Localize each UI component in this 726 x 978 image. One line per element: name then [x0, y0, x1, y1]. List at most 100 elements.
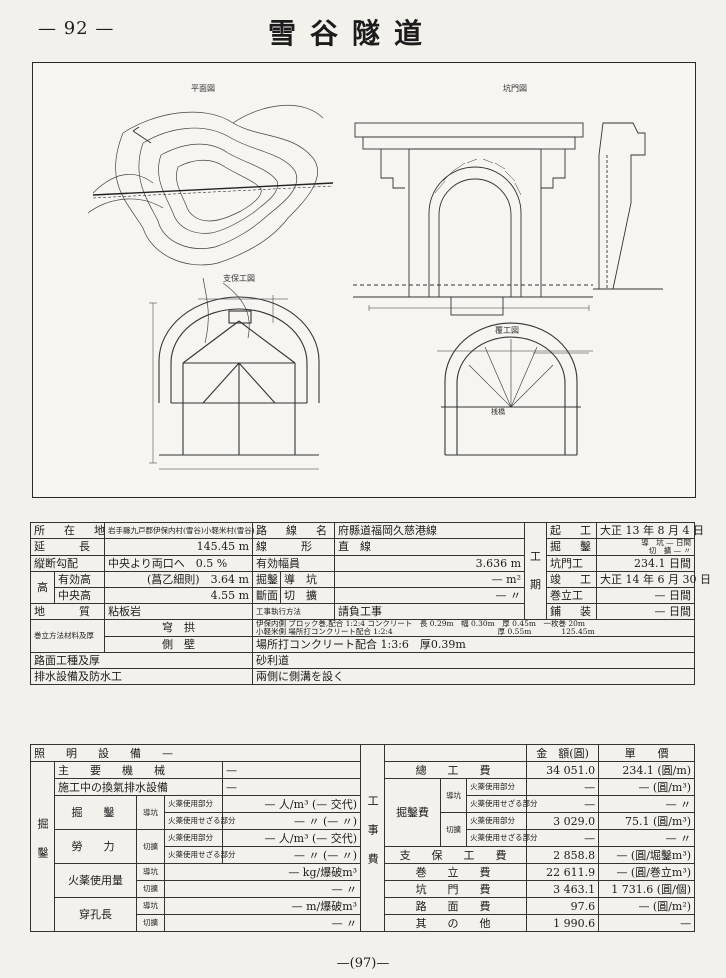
page-header: — 92 — 雪谷隧道 [0, 0, 726, 62]
dc2-label: 火薬使用せざる部分 [466, 795, 538, 813]
labor-v3: — 人/m³ (— 交代) [221, 829, 362, 847]
other-unit: — [598, 914, 696, 932]
dc3-amount: 3 029.0 [526, 812, 600, 830]
exp-heading-label: 導坑 [136, 863, 165, 881]
light-value: — [162, 746, 178, 760]
road-unit: — (圓/m²) [598, 897, 696, 915]
labor-v2: — 〃 (— 〃) [221, 812, 362, 830]
support-drawing-label: 支保工図 [223, 274, 255, 283]
lining-cost-label: 巻 立 費 [384, 863, 528, 881]
support-label: 支 保 工 費 [384, 846, 528, 864]
dc-cut-label: 切擴 [440, 812, 468, 847]
portal-cost-label: 坑 門 費 [384, 880, 528, 898]
lining-unit: — (圓/巻立m³) [598, 863, 696, 881]
support-unit: — (圓/堀鑿m³) [598, 846, 696, 864]
labor-c-use: 火薬使用部分 [164, 829, 223, 847]
total-label: 總 工 費 [384, 761, 528, 779]
elevation-label: 坑門図 [503, 84, 527, 93]
amount-header: 金 額(圓) [526, 744, 600, 762]
line-label: 路 線 名 [252, 522, 335, 539]
dc3-unit: 75.1 (圓/m³) [598, 812, 696, 830]
lining-amount: 22 611.9 [526, 863, 600, 881]
labor-h-use: 火薬使用部分 [164, 795, 223, 813]
explosive-v1: — kg/爆破m³ [163, 863, 362, 881]
road-value: 砂利道 [252, 652, 695, 669]
total-unit: 234.1 (圓/m) [598, 761, 696, 779]
tunnel-spec-table: 所 在 地 岩手縣九戸郡伊保内村(雪谷)小軽米村(雪谷) 路 線 名 府縣道福岡… [30, 522, 711, 685]
dc4-label: 火薬使用せざる部分 [466, 829, 538, 847]
road-label: 路面工種及厚 [30, 652, 253, 669]
complete-value: 大正 14 年 6 月 30 日 [596, 571, 711, 588]
drawing-sheet [87, 104, 663, 470]
labor-heading-label: 導坑 [136, 795, 165, 830]
excav-label: 掘 鑿 [54, 795, 137, 830]
page-title: 雪谷隧道 [268, 17, 437, 50]
length-label: 延 長 [30, 538, 105, 556]
page-footer: —(97)— [336, 956, 390, 971]
grade-label: 縦断勾配 [30, 555, 105, 572]
dc2-unit: — 〃 [598, 795, 696, 813]
width-label: 有効幅員 [252, 555, 335, 572]
construction-label: 工 [530, 550, 541, 563]
location-label: 所 在 地 [30, 522, 105, 539]
lining-dim-label: 桟橋 [491, 408, 505, 416]
start-label: 起 工 [546, 522, 597, 539]
labor-v1: — 人/m³ (— 交代) [221, 795, 362, 813]
explosive-v2: — 〃 [163, 880, 362, 898]
tunnel-drawings: 平面図 坑門図 支保工図 覆工図 桟橋 [32, 62, 696, 498]
portal-unit: 1 731.6 (圓/個) [598, 880, 696, 898]
dig-period-value: 導 坑 — 日間切 擴 — 〃 [596, 538, 695, 556]
labor-cut-label: 切擴 [136, 829, 165, 864]
dc1-label: 火薬使用部分 [466, 778, 528, 796]
labor-label: 勞 力 [54, 829, 137, 864]
lining-drawing-label: 覆工図 [495, 326, 519, 335]
dc1-unit: — (圓/m³) [598, 778, 696, 796]
dc1-amount: — [526, 778, 600, 796]
paving-label: 鋪 装 [546, 603, 597, 620]
complete-label: 竣 工 [546, 571, 597, 588]
period-group: 工期 [524, 522, 547, 620]
other-amount: 1 990.6 [526, 914, 600, 932]
road-cost-label: 路 面 費 [384, 897, 528, 915]
length-value: 145.45 m [104, 538, 253, 556]
plan-label: 平面図 [191, 84, 215, 93]
dig-group: 掘鑿 [30, 761, 55, 932]
lining-method-label: 巻立方法材料及厚 [30, 619, 105, 653]
machine-label: 主 要 機 械 [54, 761, 223, 779]
heading-label: 導 坑 [280, 571, 335, 588]
lining-period-value: — 日間 [596, 587, 695, 604]
unit-header: 單 價 [598, 744, 696, 762]
method-label: 工事執行方法 [252, 603, 335, 620]
drill-v1: — m/爆破m³ [163, 897, 362, 915]
grade-value: 中央より両口へ 0.5 % [104, 555, 253, 572]
other-cost-label: 其 の 他 [384, 914, 528, 932]
road-amount: 97.6 [526, 897, 600, 915]
paving-value: — 日間 [596, 603, 695, 620]
support-amount: 2 858.8 [526, 846, 600, 864]
work-cost-group: 工事費 [360, 744, 386, 932]
exp-cut-label: 切擴 [136, 880, 165, 898]
arch-value: 伊保内側 ブロック巻,配合 1:2:4 コンクリート 長 0.29m 幅 0.3… [252, 619, 695, 637]
heading-value: — m² [334, 571, 525, 588]
dc4-unit: — 〃 [598, 829, 696, 847]
total-amount: 34 051.0 [526, 761, 600, 779]
portal-value: 234.1 日間 [596, 555, 695, 572]
cost-table: 照 明 設 備 — 工事費 金 額(圓) 單 價 掘鑿 主 要 機 械 — 總 … [29, 744, 696, 932]
side-wall-label: 側 壁 [104, 636, 253, 653]
portal-amount: 3 463.1 [526, 880, 600, 898]
drill-v2: — 〃 [163, 914, 362, 932]
dc3-label: 火薬使用部分 [466, 812, 528, 830]
drill-heading-label: 導坑 [136, 897, 165, 915]
method-value: 請負工事 [334, 603, 525, 620]
drain-value: 兩側に側溝を設く [252, 668, 695, 685]
digcost-label: 掘鑿費 [384, 778, 442, 847]
cut-value: — 〃 [334, 587, 525, 604]
eff-height-label: 有効高 [54, 571, 105, 588]
labor-h-nouse: 火薬使用せざる部分 [164, 812, 236, 830]
light-label: 照 明 設 備 — [29, 744, 362, 762]
start-value: 大正 13 年 8 月 4 日 [596, 522, 704, 539]
section-label: 斷面 [252, 587, 281, 604]
location-value: 岩手縣九戸郡伊保内村(雪谷)小軽米村(雪谷) [104, 522, 255, 539]
explosive-label: 火薬使用量 [54, 863, 137, 898]
page-number: — 92 — [38, 18, 115, 39]
